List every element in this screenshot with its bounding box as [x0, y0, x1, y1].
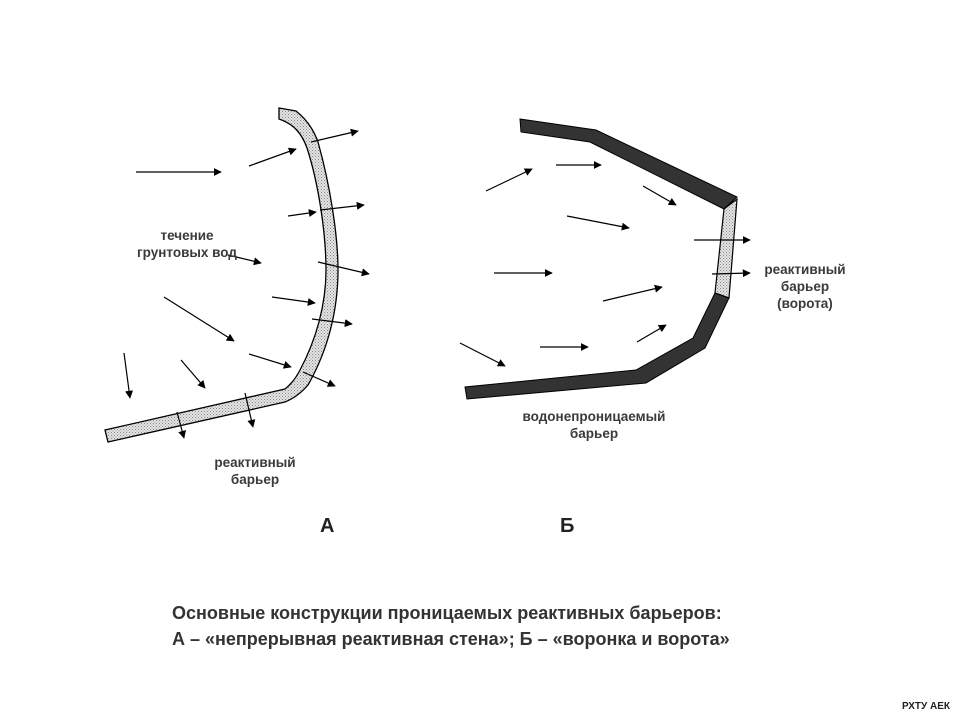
flow-arrow: [180, 359, 206, 389]
flow-arrow: [711, 269, 751, 278]
flow-arrow: [319, 201, 365, 211]
impermeable-barrier-label: водонепроницаемый барьер: [500, 408, 688, 442]
flow-arrow: [311, 318, 353, 328]
flow-arrow: [176, 411, 186, 439]
reactive-gate-label-line2: барьер: [780, 279, 830, 294]
flow-arrow: [302, 371, 336, 387]
groundwater-flow-label: течение грунтовых вод: [126, 227, 248, 261]
flow-arrow: [163, 296, 235, 342]
panel-letter-a: А: [320, 515, 335, 537]
flow-arrow: [271, 296, 316, 306]
reactive-gate-label: реактивный барьер (ворота): [752, 261, 858, 312]
reactive-barrier-label-a: реактивный барьер: [200, 454, 310, 488]
reactive-gate: [714, 197, 738, 299]
flow-arrow: [642, 185, 677, 206]
impermeable-barrier-label-line2: барьер: [569, 426, 619, 441]
flow-arrow: [248, 147, 297, 167]
flow-arrow: [317, 261, 370, 277]
flow-arrow: [244, 392, 256, 428]
flow-arrows-b: [459, 161, 751, 367]
flow-arrow: [636, 324, 667, 343]
flow-arrow: [485, 168, 533, 192]
flow-arrow: [459, 342, 506, 367]
flow-arrow: [123, 352, 134, 399]
impermeable-wall-lower: [464, 292, 730, 400]
reactive-barrier-wall-a: [104, 107, 339, 443]
flow-arrow: [227, 254, 262, 266]
groundwater-flow-label-line2: грунтовых вод: [137, 245, 237, 260]
reactive-gate-label-line3: (ворота): [777, 296, 833, 311]
flow-arrow: [566, 215, 630, 231]
reactive-gate-label-line1: реактивный: [764, 262, 846, 277]
flow-arrow: [310, 128, 359, 143]
reactive-barrier-label-a-line2: барьер: [230, 472, 280, 487]
caption-line2: А – «непрерывная реактивная стена»; Б – …: [172, 629, 730, 649]
footer-credit: РХТУ АЕК: [901, 701, 950, 712]
impermeable-barrier-label-line1: водонепроницаемый: [522, 409, 666, 424]
impermeable-wall-upper: [519, 118, 738, 210]
figure-caption: Основные конструкции проницаемых реактив…: [172, 600, 730, 652]
groundwater-flow-label-line1: течение: [160, 228, 214, 243]
flow-arrows-a: [123, 128, 370, 439]
reactive-barrier-label-a-line1: реактивный: [214, 455, 296, 470]
panel-letter-b: Б: [560, 515, 575, 537]
flow-arrow: [248, 353, 292, 369]
flow-arrow: [602, 284, 663, 302]
flow-arrow: [287, 209, 317, 217]
caption-line1: Основные конструкции проницаемых реактив…: [172, 603, 722, 623]
